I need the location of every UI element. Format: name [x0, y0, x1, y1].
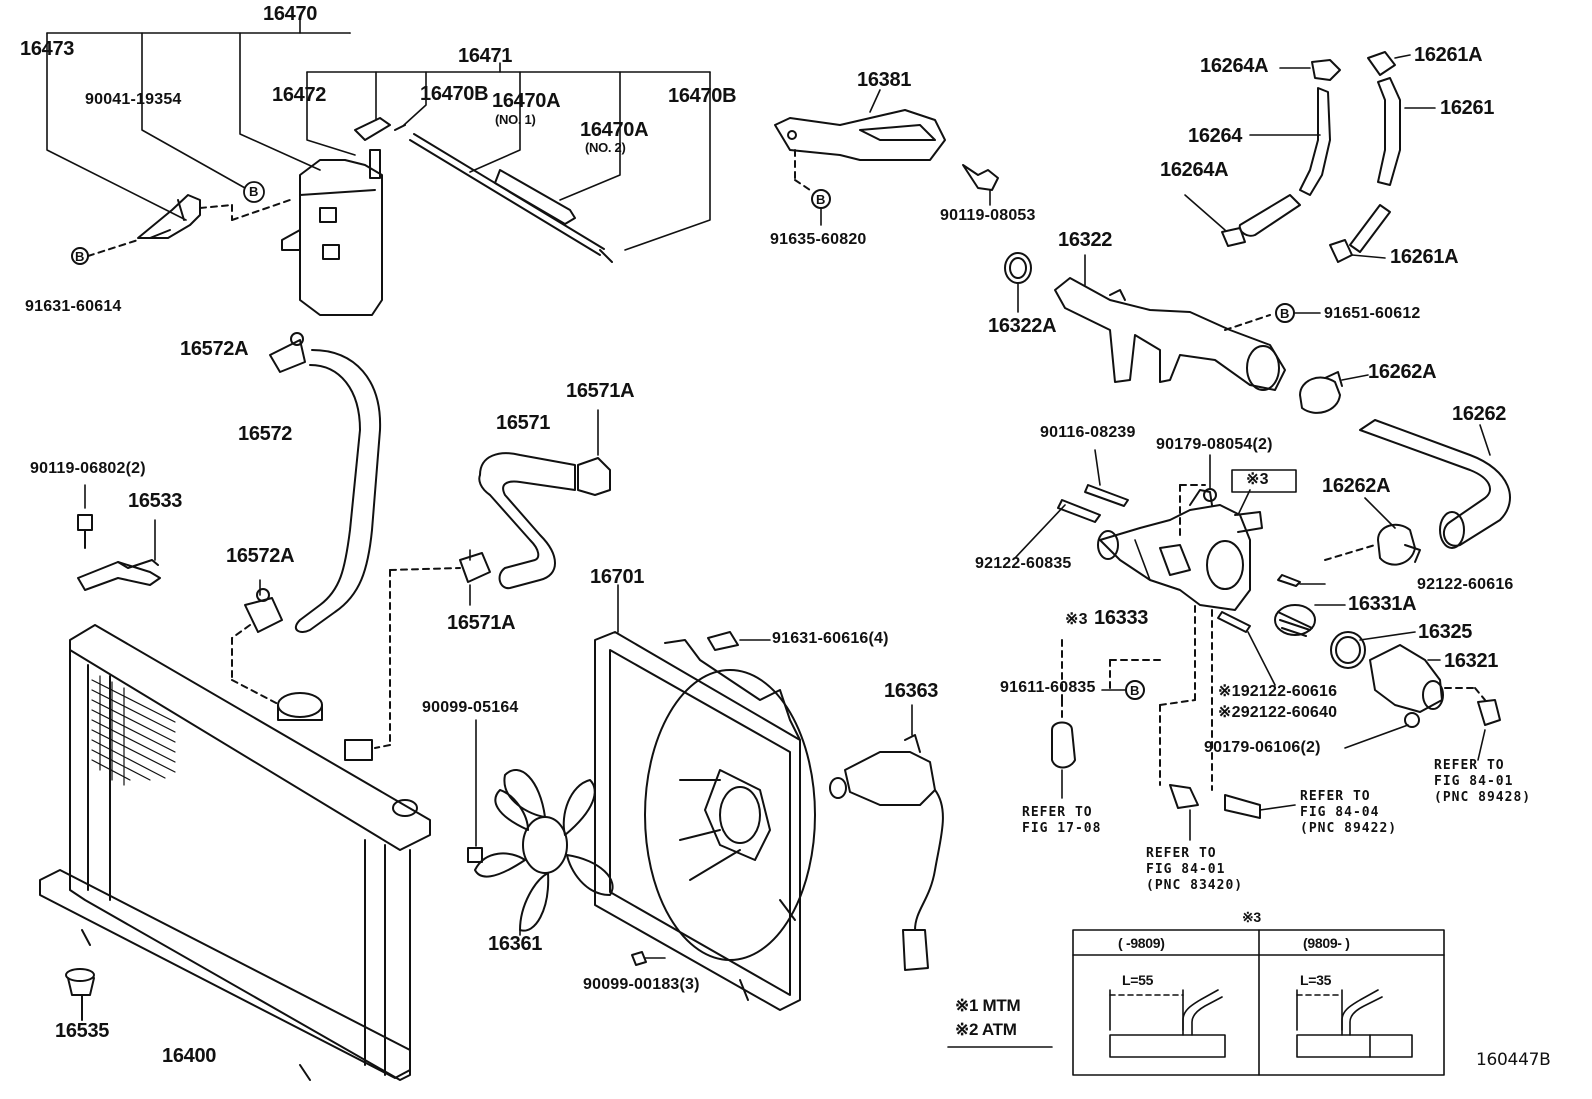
label-16400: 16400 — [162, 1045, 217, 1067]
label-16701: 16701 — [590, 566, 645, 588]
label-16470: 16470 — [263, 3, 318, 25]
label-16470b: 16470B — [668, 85, 737, 107]
label-16321: 16321 — [1444, 650, 1499, 672]
inset-title: ※3 — [1242, 909, 1261, 925]
hose-16262 — [1299, 371, 1511, 566]
label-16471: 16471 — [458, 45, 513, 67]
refer-fig-84-01-a: REFER TO FIG 84-01 (PNC 83420) — [1146, 846, 1244, 893]
label-16262a-mid: 16262A — [1322, 475, 1391, 497]
inset-length-right: L=35 — [1300, 972, 1332, 988]
label-16322: 16322 — [1058, 229, 1113, 251]
label-16325: 16325 — [1418, 621, 1473, 643]
label-16264a-top: 16264A — [1200, 55, 1269, 77]
refer-fig-84-04: REFER TO FIG 84-04 (PNC 89422) — [1300, 789, 1398, 836]
label-mark3-16333: ※3 — [1065, 611, 1088, 628]
figure-code: 160447B — [1476, 1050, 1551, 1070]
sensors — [1051, 604, 1501, 841]
label-91631-60614: 91631-60614 — [25, 298, 122, 315]
fan-shroud — [594, 584, 816, 1011]
label-90099-00183: 90099-00183(3) — [583, 976, 700, 993]
circle-b-marker: B — [1280, 306, 1290, 321]
inset-col-left: ( -9809) — [1118, 935, 1165, 951]
fasteners-center — [467, 631, 771, 966]
leader-lines-16470 — [46, 19, 711, 251]
label-16533: 16533 — [128, 490, 183, 512]
label-90179-08054: 90179-08054(2) — [1156, 436, 1273, 453]
thermostat-group — [1217, 574, 1486, 749]
bracket-16533 — [77, 484, 161, 591]
label-90099-05164: 90099-05164 — [422, 699, 519, 716]
water-pipe-16322 — [1004, 252, 1321, 391]
reservoir-tank — [281, 117, 391, 316]
label-16262a-top: 16262A — [1368, 361, 1437, 383]
label-16535: 16535 — [55, 1020, 110, 1042]
label-16381: 16381 — [857, 69, 912, 91]
radiator — [39, 624, 431, 1081]
inset-col-right: (9809- ) — [1303, 935, 1350, 951]
label-16571a-top: 16571A — [566, 380, 635, 402]
label-no2: (NO. 2) — [585, 140, 626, 155]
label-16261a-bot: 16261A — [1390, 246, 1459, 268]
label-16572: 16572 — [238, 423, 293, 445]
label-16472: 16472 — [272, 84, 327, 106]
drain-cock — [65, 968, 95, 1021]
circle-b-marker: B — [75, 249, 85, 264]
label-16473: 16473 — [20, 38, 75, 60]
label-16470b-top: 16470B — [420, 83, 489, 105]
inset-length-left: L=55 — [1122, 972, 1154, 988]
circle-b-marker: B — [249, 184, 259, 199]
label-no1: (NO. 1) — [495, 112, 536, 127]
label-91635-60820: 91635-60820 — [770, 231, 867, 248]
stay-16381 — [774, 89, 999, 226]
label-16571: 16571 — [496, 412, 551, 434]
inlet-housing-16333 — [1014, 449, 1263, 611]
label-16361: 16361 — [488, 933, 543, 955]
label-16264: 16264 — [1188, 125, 1243, 147]
mark3-box — [1231, 469, 1297, 493]
hose-16571 — [374, 409, 611, 749]
label-mark3: ※3 — [1246, 471, 1269, 488]
label-16363: 16363 — [884, 680, 939, 702]
label-90119-06802: 90119-06802(2) — [30, 460, 146, 477]
heater-hoses — [1184, 51, 1436, 263]
label-90116-08239: 90116-08239 — [1040, 424, 1136, 441]
label-16571a-bot: 16571A — [447, 612, 516, 634]
label-92122-60640-m2: ※292122-60640 — [1218, 704, 1338, 721]
label-90041-19354: 90041-19354 — [85, 91, 182, 108]
label-90179-06106: 90179-06106(2) — [1204, 739, 1321, 756]
fan-motor — [829, 704, 944, 971]
circle-b-marker: B — [1130, 683, 1140, 698]
fan-blades — [474, 769, 614, 936]
label-91651-60612: 91651-60612 — [1324, 305, 1421, 322]
hose-16572 — [231, 332, 382, 706]
label-92122-60835: 92122-60835 — [975, 555, 1072, 572]
label-16572a-top: 16572A — [180, 338, 249, 360]
refer-fig-84-01-b: REFER TO FIG 84-01 (PNC 89428) — [1434, 758, 1532, 805]
label-90119-08053: 90119-08053 — [940, 207, 1036, 224]
circle-b-marker: B — [816, 192, 826, 207]
label-16470a-no2: 16470A — [580, 119, 649, 141]
label-92122-60616: 92122-60616 — [1417, 576, 1514, 593]
label-16264a-mid: 16264A — [1160, 159, 1229, 181]
label-91611-60835: 91611-60835 — [1000, 679, 1096, 696]
hoses-16470a — [394, 124, 613, 263]
bracket-16473 — [71, 194, 291, 265]
inset-table — [1072, 929, 1445, 1076]
note-atm: ※2 ATM — [955, 1020, 1017, 1039]
note-mtm: ※1 MTM — [955, 996, 1021, 1015]
label-91631-60616: 91631-60616(4) — [772, 630, 889, 647]
label-16572a-bot: 16572A — [226, 545, 295, 567]
label-16261a-top: 16261A — [1414, 44, 1483, 66]
label-16333: 16333 — [1094, 607, 1149, 629]
label-16470a-no1: 16470A — [492, 90, 561, 112]
label-16261: 16261 — [1440, 97, 1495, 119]
label-16331a: 16331A — [1348, 593, 1417, 615]
label-16322a: 16322A — [988, 315, 1057, 337]
label-16262: 16262 — [1452, 403, 1507, 425]
label-92122-60616-m1: ※192122-60616 — [1218, 683, 1338, 700]
refer-fig-17-08: REFER TO FIG 17-08 — [1022, 805, 1102, 836]
